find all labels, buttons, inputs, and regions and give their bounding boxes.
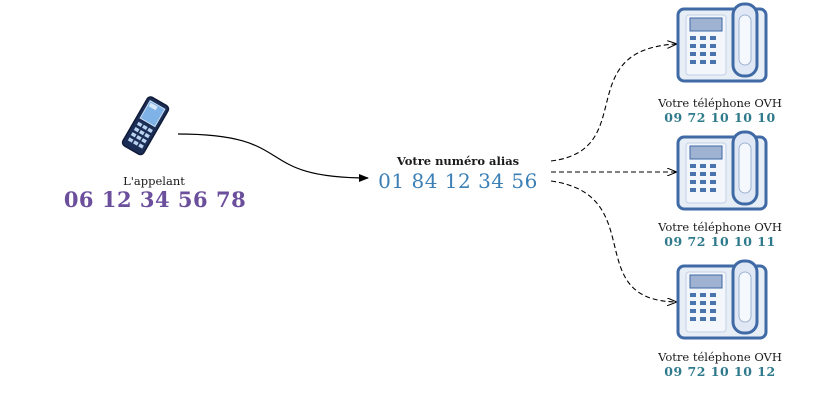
desk-phone-icon <box>676 259 768 340</box>
phone-2-label: Votre téléphone OVH <box>658 220 782 234</box>
caller-number: 06 12 34 56 78 <box>63 187 247 212</box>
mobile-phone-icon <box>121 96 170 156</box>
alias-label: Votre numéro alias <box>396 154 520 168</box>
desk-phone-icon <box>676 130 768 211</box>
connector-alias-to-phone-1 <box>550 44 676 162</box>
phone-1-number: 09 72 10 10 10 <box>664 110 776 125</box>
phone-3-label: Votre téléphone OVH <box>658 350 782 364</box>
phone-2-number: 09 72 10 10 11 <box>664 234 776 249</box>
caller-label: L'appelant <box>123 174 185 188</box>
alias-number: 01 84 12 34 56 <box>378 169 538 193</box>
connector-alias-to-phone-3 <box>550 180 676 302</box>
connector-caller-to-alias <box>177 133 369 182</box>
phone-1-label: Votre téléphone OVH <box>658 96 782 110</box>
desk-phone-icon <box>676 2 768 83</box>
phone-3-number: 09 72 10 10 12 <box>664 364 776 379</box>
